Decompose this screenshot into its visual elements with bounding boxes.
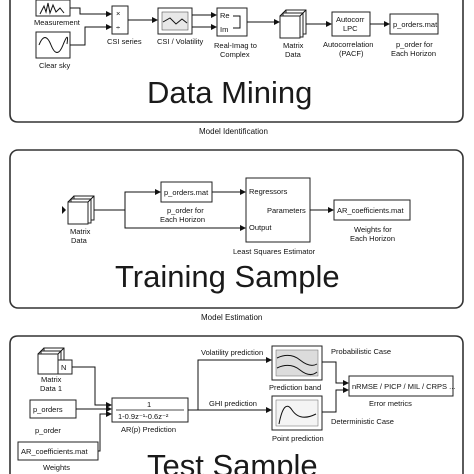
scope-screen-icon: [161, 11, 189, 31]
probabilistic-case-label: Probabilistic Case: [331, 347, 391, 356]
weights-label-1: Weights for: [354, 225, 392, 234]
prediction-band-label: Prediction band: [269, 383, 321, 392]
matrix-data-block[interactable]: [62, 195, 95, 225]
measurement-block[interactable]: [35, 0, 71, 17]
parameters-port: Parameters: [267, 206, 306, 215]
error-metrics-block[interactable]: [348, 375, 454, 397]
lse-label: Least Squares Estimator: [233, 247, 316, 256]
div-symbol: ÷: [116, 23, 120, 32]
re-port: Re: [220, 11, 230, 20]
panel-test-sample: N Matrix Data 1 p_orders p_order AR_coef…: [9, 335, 464, 474]
point-screen-icon: [275, 399, 319, 427]
p-order-label-1: p_order for: [167, 206, 204, 215]
csi-volatility-label: CSI / Volatility: [157, 37, 204, 46]
tf-numerator: 1: [147, 400, 151, 409]
measurement-signal-icon: [39, 2, 65, 15]
csi-series-label: CSI series: [107, 37, 142, 46]
wire-output: [94, 209, 246, 231]
band-upper-icon: [276, 354, 318, 366]
scope-trace-icon: [162, 17, 188, 25]
p-order-label-2: Each Horizon: [160, 215, 205, 224]
autocorr-lpc-block[interactable]: [331, 11, 371, 37]
panel-frame-top: [9, 0, 464, 123]
panel-title-test-sample: Test Sample: [147, 448, 318, 474]
wire-deterministic: [322, 387, 349, 413]
panel-data-mining: Measurement Clear sky × ÷ CSI series CSI…: [9, 0, 464, 123]
panel-training-sample: Matrix Data p_orders.mat p_order for Eac…: [9, 149, 464, 309]
wire-measurement: [70, 7, 112, 17]
complex-icon: [233, 15, 241, 29]
p-order-label-2: Each Horizon: [391, 49, 436, 58]
p-orders-block[interactable]: [389, 13, 439, 35]
ghi-prediction-label: GHI prediction: [209, 399, 257, 408]
mult-symbol: ×: [116, 9, 120, 18]
point-prediction-label: Point prediction: [272, 434, 324, 443]
volatility-prediction-label: Volatility prediction: [201, 348, 263, 357]
clear-sky-block[interactable]: [35, 31, 71, 59]
weights-label-2: Each Horizon: [350, 234, 395, 243]
n-port-text: N: [61, 363, 66, 372]
autocorr-label-1: Autocorrelation: [323, 40, 373, 49]
real-imag-label-2: Complex: [220, 50, 250, 59]
wire-probabilistic: [322, 361, 349, 386]
least-squares-estimator-block[interactable]: [245, 177, 311, 243]
matrix-data-label-1: Matrix: [70, 227, 91, 236]
wire-volatility: [188, 357, 272, 411]
autocorr-text-2: LPC: [343, 24, 358, 33]
panel-title-data-mining: Data Mining: [147, 75, 312, 110]
panel-frame-middle: [9, 149, 464, 309]
matrix-data-block[interactable]: [279, 9, 307, 39]
point-trace-icon: [278, 405, 317, 425]
p-order-label: p_order: [35, 426, 61, 435]
ar-coefficients-block[interactable]: [333, 199, 411, 221]
output-port: Output: [249, 223, 272, 232]
band-screen-icon: [275, 349, 319, 377]
weights-label: Weights: [43, 463, 70, 472]
wire-weights: [98, 411, 112, 452]
autocorr-label-2: (PACF): [339, 49, 364, 58]
deterministic-case-label: Deterministic Case: [331, 417, 394, 426]
clear-sky-label: Clear sky: [39, 61, 71, 70]
p-order-label-1: p_order for: [396, 40, 433, 49]
wire-clearsky: [70, 24, 112, 46]
panel-title-training-sample: Training Sample: [115, 259, 340, 294]
p-orders-text: p_orders.mat: [164, 188, 209, 197]
band-lower-icon: [276, 364, 318, 376]
wire-matrix-data-1: [72, 366, 112, 408]
ar-coefficients-text: AR_coefficients.mat: [21, 447, 88, 456]
matrix-data-label-2: Data: [285, 50, 302, 59]
p-orders-text: p_orders: [33, 405, 63, 414]
tf-denominator: 1-0.9z⁻¹-0.6z⁻²: [118, 412, 169, 421]
wire-matrix-up: [124, 189, 161, 210]
matrix-data-label-1: Matrix: [283, 41, 304, 50]
autocorr-text-1: Autocorr: [336, 15, 365, 24]
ar-prediction-label: AR(p) Prediction: [121, 425, 176, 434]
caption-model-identification: Model Identification: [199, 127, 268, 136]
caption-model-estimation: Model Estimation: [201, 313, 262, 322]
panel-frame-bottom: [9, 335, 464, 474]
metrics-text: nRMSE / PICP / MIL / CRPS ...: [352, 382, 455, 391]
error-metrics-label: Error metrics: [369, 399, 412, 408]
real-imag-to-complex-block[interactable]: [216, 7, 248, 37]
sine-wave-icon: [38, 36, 68, 53]
im-port: Im: [220, 25, 228, 34]
p-orders-block[interactable]: [160, 181, 213, 203]
regressors-port: Regressors: [249, 187, 288, 196]
matrix-data-1-label-1: Matrix: [41, 375, 62, 384]
matrix-data-label-2: Data: [71, 236, 88, 245]
matrix-data-1-label-2: Data 1: [40, 384, 62, 393]
measurement-label: Measurement: [34, 18, 81, 27]
ar-coefficients-text: AR_coefficients.mat: [337, 206, 404, 215]
p-orders-text: p_orders.mat: [393, 20, 438, 29]
matrix-data-1-block[interactable]: [37, 347, 65, 375]
real-imag-label-1: Real-Imag to: [214, 41, 257, 50]
